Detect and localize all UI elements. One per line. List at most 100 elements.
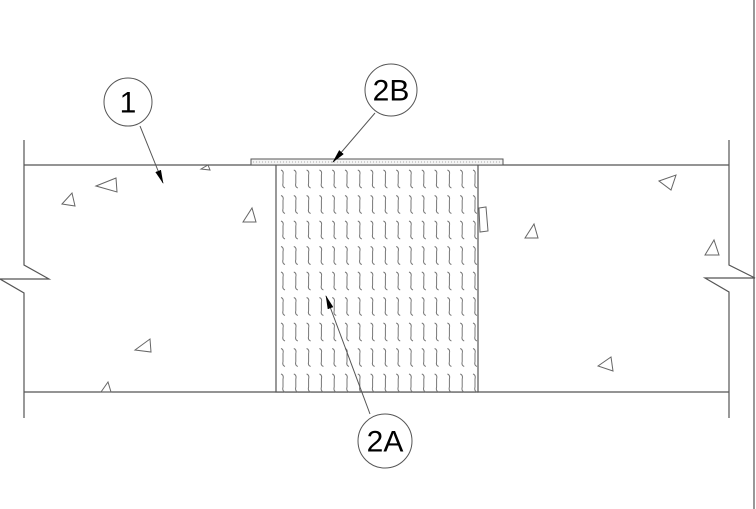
hatch-mark (370, 322, 375, 342)
callout-2a-leader-arrow (325, 295, 371, 415)
hatch-mark (460, 195, 465, 214)
hatch-mark (447, 297, 452, 316)
hatch-mark (447, 348, 452, 367)
hatch-mark (408, 195, 414, 214)
hatch-mark (319, 373, 324, 393)
hatch-mark (472, 246, 478, 265)
hatch-mark (460, 322, 465, 342)
hatch-mark (370, 220, 375, 240)
concrete-aggregate-hatch (61, 164, 720, 393)
hatch-mark (447, 373, 452, 393)
hatch-mark (421, 271, 426, 291)
joint-filler-hatch (280, 169, 478, 393)
aggregate-triangle (657, 174, 677, 191)
hatch-mark (460, 373, 465, 393)
hatch-mark (472, 373, 478, 393)
hatch-mark (306, 220, 311, 240)
left-break-line (0, 140, 52, 418)
callout-2a-bubble (357, 413, 413, 469)
hatch-mark (472, 220, 478, 240)
hatch-mark (383, 169, 388, 189)
hatch-mark (396, 220, 401, 240)
hatch-mark (293, 271, 298, 291)
hatch-mark (434, 220, 439, 240)
hatch-mark (460, 246, 465, 265)
hatch-mark (434, 169, 439, 189)
hatch-mark (421, 220, 426, 240)
hatch-mark (408, 373, 414, 393)
hatch-mark (472, 195, 478, 214)
aggregate-triangle (596, 356, 614, 372)
hatch-mark (280, 322, 286, 342)
callout-1-label: 1 (120, 87, 137, 120)
hatch-mark (383, 297, 388, 316)
joint-filler (275, 164, 479, 393)
hatch-mark (306, 297, 311, 316)
hatch-mark (319, 297, 324, 316)
hatch-mark (434, 271, 439, 291)
hatch-mark (357, 373, 362, 393)
aggregate-triangle (524, 222, 539, 239)
hatch-mark (434, 246, 439, 265)
hatch-mark (344, 220, 350, 240)
callout-1-bubble (103, 77, 153, 127)
hatch-mark (332, 373, 337, 393)
hatch-mark (460, 220, 465, 240)
hatch-mark (383, 373, 388, 393)
hatch-mark (357, 220, 362, 240)
hatch-mark (357, 195, 362, 214)
callout-2b-label: 2B (373, 75, 410, 108)
hatch-mark (383, 246, 388, 265)
aggregate-triangle (100, 380, 112, 393)
hatch-mark (421, 348, 426, 367)
hatch-mark (421, 169, 426, 189)
aggregate-triangle (133, 338, 152, 353)
hatch-mark (293, 220, 298, 240)
hatch-mark (332, 297, 337, 316)
hatch-mark (293, 169, 298, 189)
hatch-mark (280, 246, 286, 265)
hatch-mark (280, 220, 286, 240)
hatch-mark (396, 169, 401, 189)
callout-2b: 2B (332, 63, 418, 163)
hatch-mark (421, 373, 426, 393)
hatch-mark (472, 348, 478, 367)
hatch-mark (383, 195, 388, 214)
hatch-mark (472, 169, 478, 189)
hatch-mark (396, 271, 401, 291)
hatch-mark (434, 297, 439, 316)
hatch-mark (357, 322, 362, 342)
hatch-mark (421, 297, 426, 316)
aggregate-triangle (199, 164, 211, 171)
hatch-mark (319, 220, 324, 240)
hatch-mark (447, 195, 452, 214)
callout-2b-bubble (364, 63, 418, 117)
hatch-mark (306, 195, 311, 214)
callout-1-leader-arrow (139, 125, 164, 184)
hatch-mark (319, 348, 324, 367)
hatch-mark (434, 195, 439, 214)
hatch-mark (344, 169, 350, 189)
hatch-mark (332, 246, 337, 265)
hatch-mark (421, 322, 426, 342)
hatch-mark (408, 169, 414, 189)
hatch-mark (357, 271, 362, 291)
hatch-mark (447, 322, 452, 342)
hatch-mark (293, 348, 298, 367)
hatch-mark (447, 246, 452, 265)
hatch-mark (332, 195, 337, 214)
hatch-mark (344, 373, 350, 393)
hatch-mark (396, 373, 401, 393)
hatch-mark (319, 246, 324, 265)
hatch-mark (370, 373, 375, 393)
hatch-mark (408, 271, 414, 291)
hatch-mark (357, 348, 362, 367)
hatch-mark (421, 246, 426, 265)
hatch-mark (357, 246, 362, 265)
hatch-mark (370, 246, 375, 265)
hatch-mark (408, 322, 414, 342)
hatch-mark (460, 169, 465, 189)
hatch-mark (332, 348, 337, 367)
